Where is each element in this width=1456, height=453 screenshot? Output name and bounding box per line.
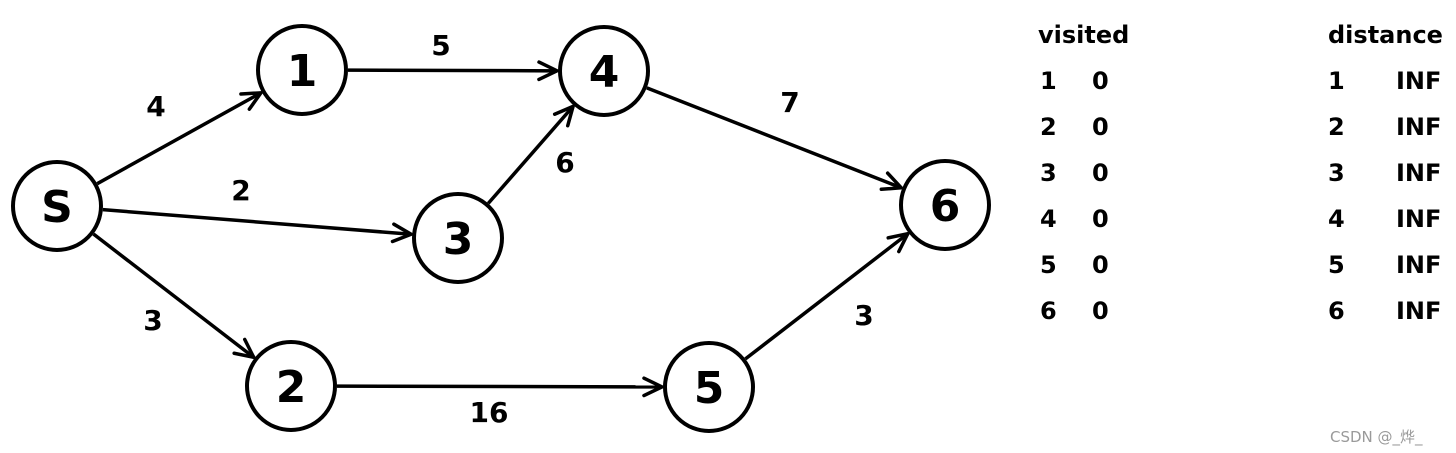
- edge-S-2: 3: [92, 232, 256, 360]
- distance-table-header: distance: [1328, 21, 1443, 49]
- edge-S-3: 2: [102, 174, 413, 244]
- arrowhead-icon: [552, 104, 575, 128]
- distance-row-value: INF: [1396, 251, 1442, 279]
- visited-table-header: visited: [1038, 21, 1130, 49]
- node-circle: [245, 340, 337, 432]
- node-4: 4: [558, 25, 650, 117]
- edge-weight-label: 4: [146, 90, 165, 123]
- visited-row-node: 4: [1040, 205, 1057, 233]
- distance-row-value: INF: [1396, 67, 1442, 95]
- arrowhead-icon: [537, 60, 559, 82]
- visited-row-value: 0: [1092, 159, 1109, 187]
- node-circle: [11, 160, 103, 252]
- distance-row-value: INF: [1396, 159, 1442, 187]
- edge-weight-label: 5: [431, 29, 450, 62]
- node-circle: [899, 159, 991, 251]
- arrowhead-icon: [879, 171, 904, 192]
- edge-3-4: 6: [486, 104, 575, 205]
- node-label: 1: [287, 46, 318, 97]
- graph-diagram: 4 2 3 5 6 7 16 3 S 1 2 3 4 5 6: [11, 24, 991, 433]
- distance-row-node: 5: [1328, 251, 1345, 279]
- node-label: 5: [694, 363, 725, 414]
- node-circle: [663, 341, 755, 433]
- node-label: 4: [589, 47, 620, 98]
- watermark: CSDN @_烨_: [1330, 428, 1423, 446]
- edge-weight-label: 3: [854, 299, 873, 332]
- edge-line: [486, 105, 575, 205]
- edge-2-5: 16: [336, 376, 664, 429]
- visited-row-node: 2: [1040, 113, 1057, 141]
- edge-weight-label: 16: [470, 396, 509, 429]
- edge-weight-label: 3: [143, 304, 162, 337]
- node-label: 3: [443, 214, 474, 265]
- visited-row-node: 1: [1040, 67, 1057, 95]
- visited-row-value: 0: [1092, 297, 1109, 325]
- edge-line: [646, 86, 902, 190]
- visited-row-node: 3: [1040, 159, 1057, 187]
- arrowhead-icon: [232, 337, 256, 360]
- edge-weight-label: 7: [780, 86, 799, 119]
- edge-4-6: 7: [646, 86, 904, 192]
- edge-line: [96, 91, 262, 186]
- distance-row-node: 3: [1328, 159, 1345, 187]
- node-6: 6: [899, 159, 991, 251]
- distance-row-value: INF: [1396, 113, 1442, 141]
- edge-line: [744, 232, 909, 361]
- arrowhead-icon: [390, 222, 413, 244]
- node-label: 2: [276, 362, 307, 413]
- arrowhead-icon: [886, 231, 910, 254]
- node-circle: [256, 24, 348, 116]
- node-2: 2: [245, 340, 337, 432]
- visited-row-node: 5: [1040, 251, 1057, 279]
- visited-row-value: 0: [1092, 205, 1109, 233]
- node-circle: [412, 192, 504, 284]
- distance-row-node: 6: [1328, 297, 1345, 325]
- edge-1-4: 5: [347, 29, 559, 82]
- arrowhead-icon: [642, 376, 664, 398]
- node-label: S: [41, 182, 73, 233]
- visited-row-node: 6: [1040, 297, 1057, 325]
- node-5: 5: [663, 341, 755, 433]
- edge-line: [92, 232, 255, 359]
- visited-row-value: 0: [1092, 67, 1109, 95]
- distance-row-node: 4: [1328, 205, 1345, 233]
- distance-row-value: INF: [1396, 297, 1442, 325]
- edge-weight-label: 2: [231, 174, 250, 207]
- nodes-layer: S 1 2 3 4 5 6: [11, 24, 991, 433]
- node-3: 3: [412, 192, 504, 284]
- edge-weight-label: 6: [555, 146, 574, 179]
- visited-row-value: 0: [1092, 113, 1109, 141]
- edge-line: [347, 68, 558, 73]
- edge-line: [336, 384, 663, 389]
- node-circle: [558, 25, 650, 117]
- visited-row-value: 0: [1092, 251, 1109, 279]
- edge-S-1: 4: [96, 90, 263, 186]
- edge-line: [102, 207, 412, 237]
- distance-row-node: 2: [1328, 113, 1345, 141]
- distance-row-value: INF: [1396, 205, 1442, 233]
- edge-5-6: 3: [744, 231, 910, 361]
- node-label: 6: [930, 181, 961, 232]
- distance-row-node: 1: [1328, 67, 1345, 95]
- edges-layer: 4 2 3 5 6 7 16 3: [92, 29, 910, 429]
- node-S: S: [11, 160, 103, 252]
- arrowhead-icon: [239, 91, 263, 111]
- node-1: 1: [256, 24, 348, 116]
